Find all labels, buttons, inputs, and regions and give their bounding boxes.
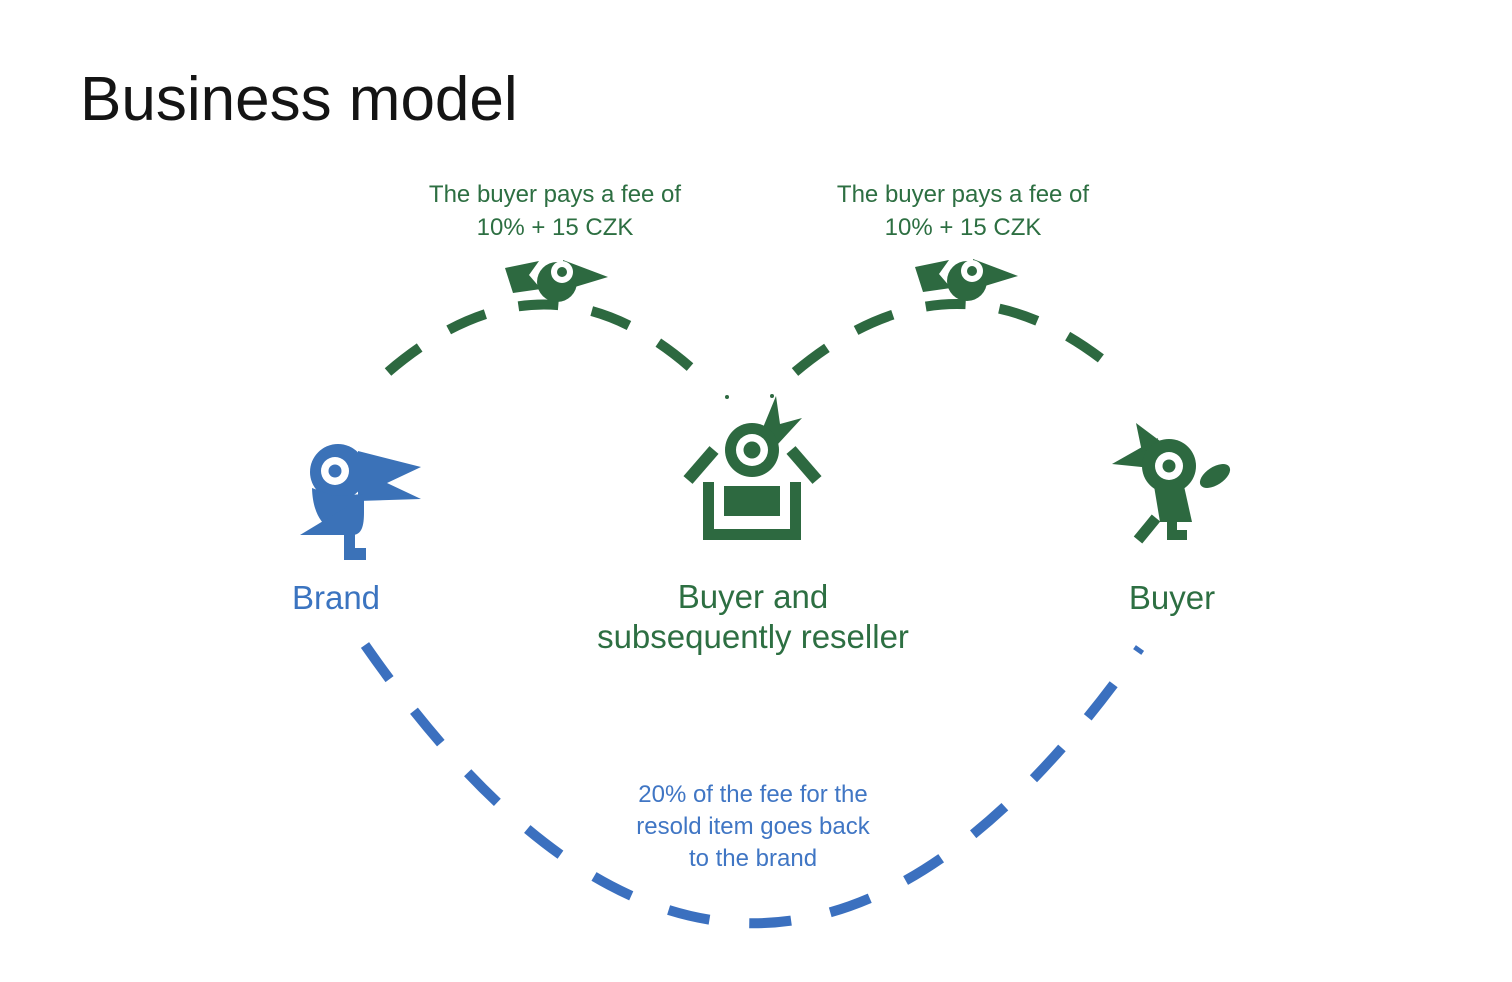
node-label-reseller: Buyer and subsequently reseller [553,577,953,657]
fee-caption-left-line1: The buyer pays a fee of [428,181,682,208]
node-label-brand: Brand [291,579,381,616]
fee-caption-right-line1: The buyer pays a fee of [836,181,1090,208]
buyer-bird-icon [1112,423,1231,544]
node-label-reseller-line1: Buyer and [677,578,829,615]
page-title: Business model [80,65,518,134]
arc-brand-to-reseller [384,299,704,380]
bird-in-box-icon [683,394,822,540]
brand-bird-icon [300,444,421,560]
node-label-buyer: Buyer [1128,579,1216,616]
flying-bird-icon [505,260,608,302]
fee-caption-left: The buyer pays a fee of 10% + 15 CZK [380,178,730,244]
node-label-reseller-line2: subsequently reseller [597,618,909,655]
royalty-caption-line2: resold item goes back [636,813,870,840]
fee-caption-right: The buyer pays a fee of 10% + 15 CZK [788,178,1138,244]
fee-caption-right-line2: 10% + 15 CZK [884,214,1042,241]
arc-reseller-to-buyer [791,299,1117,376]
royalty-caption: 20% of the fee for the resold item goes … [580,779,926,875]
fee-caption-left-line2: 10% + 15 CZK [476,214,634,241]
royalty-caption-line3: to the brand [688,845,818,872]
flying-bird-icon [915,259,1018,301]
royalty-caption-line1: 20% of the fee for the [638,781,868,808]
